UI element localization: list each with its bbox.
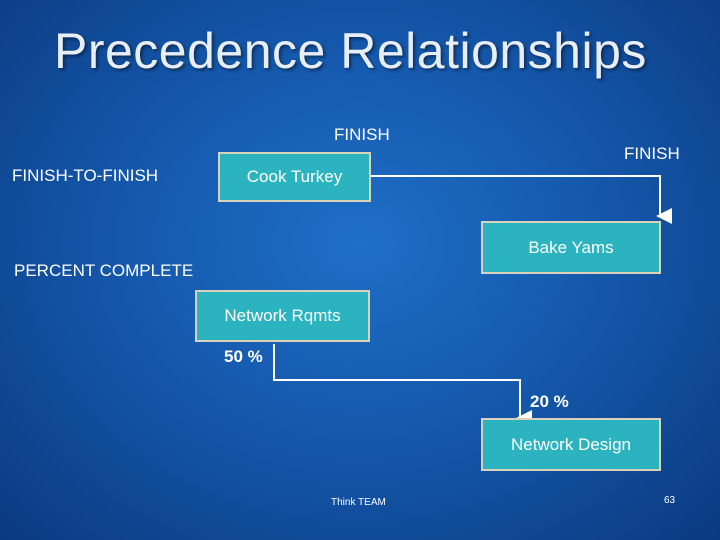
page-title: Precedence Relationships bbox=[54, 23, 647, 79]
task-network-rqmts-label: Network Rqmts bbox=[224, 306, 341, 325]
finish-label-right: FINISH bbox=[624, 144, 680, 163]
task-network-design: Network Design bbox=[481, 418, 661, 471]
percent-complete-label: PERCENT COMPLETE bbox=[14, 261, 194, 280]
finish-label-top: FINISH bbox=[334, 125, 390, 144]
task-cook-turkey: Cook Turkey bbox=[218, 152, 371, 202]
task-bake-yams: Bake Yams bbox=[481, 221, 661, 274]
percent-network-rqmts: 50 % bbox=[224, 347, 263, 366]
finish-to-finish-label: FINISH-TO-FINISH bbox=[12, 166, 159, 185]
task-bake-yams-label: Bake Yams bbox=[528, 237, 614, 257]
percent-complete-connector bbox=[273, 344, 532, 426]
task-cook-turkey-label: Cook Turkey bbox=[246, 167, 343, 186]
task-network-rqmts: Network Rqmts bbox=[195, 290, 370, 342]
finish-to-finish-connector bbox=[370, 175, 672, 224]
footer-brand: Think TEAM bbox=[331, 497, 386, 508]
percent-network-design: 20 % bbox=[530, 392, 569, 411]
page-number: 63 bbox=[664, 495, 676, 506]
task-network-design-label: Network Design bbox=[511, 434, 631, 454]
